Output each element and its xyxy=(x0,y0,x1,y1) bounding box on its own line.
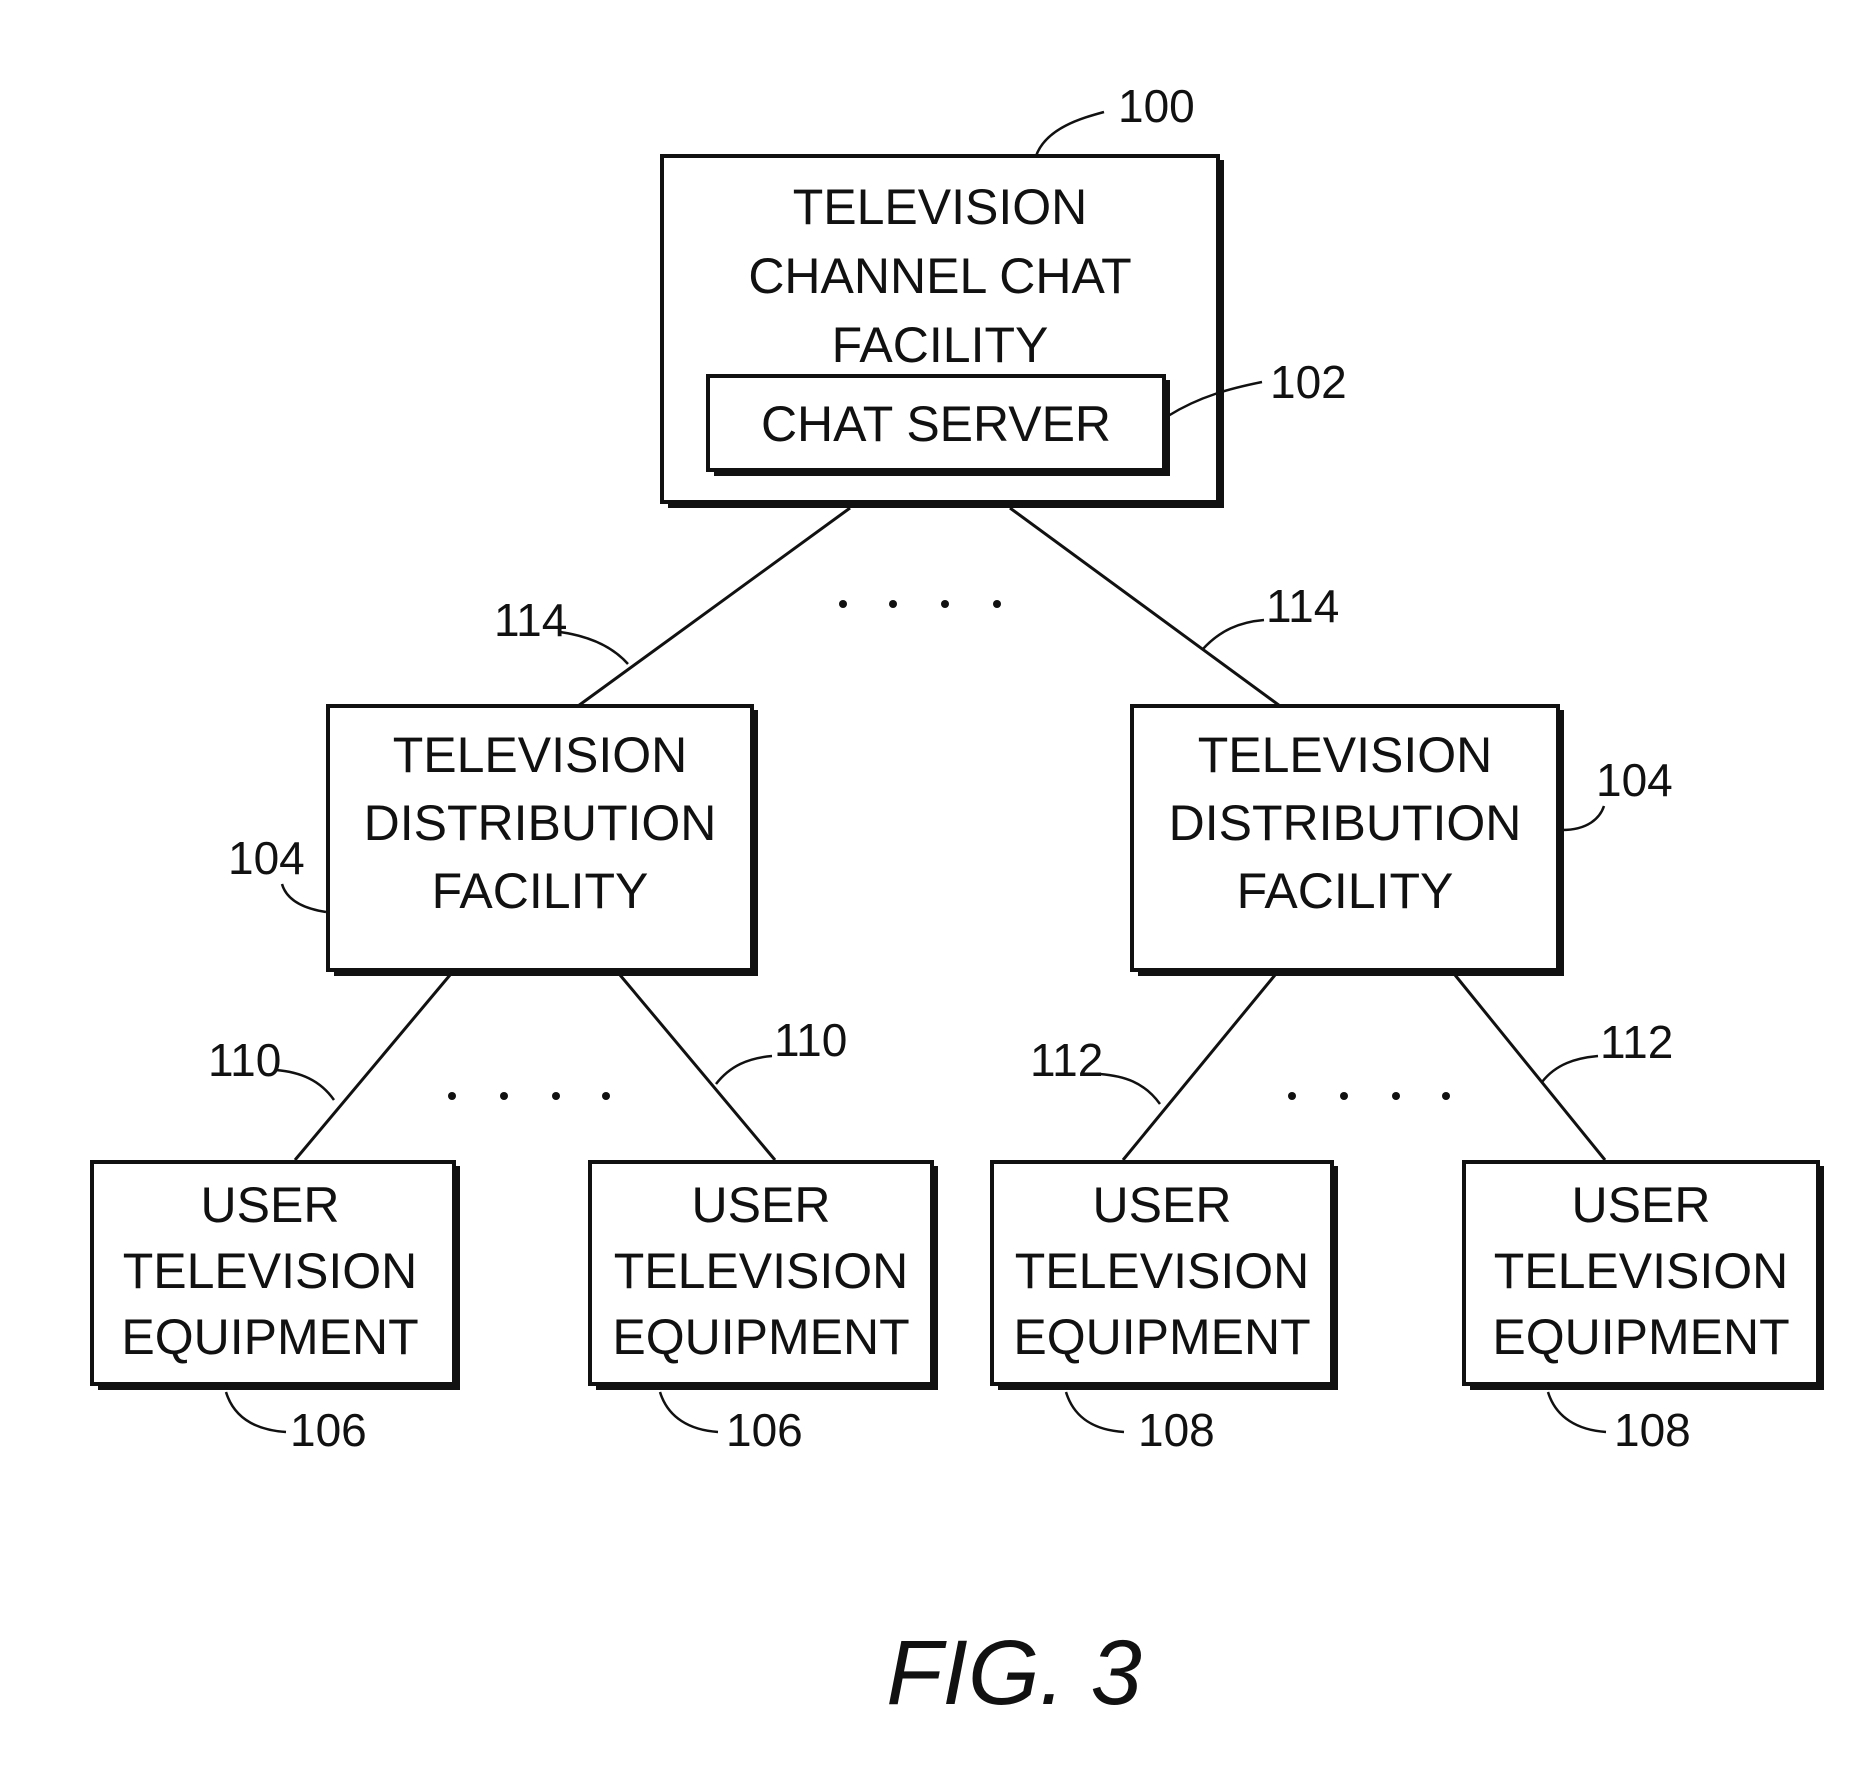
link-left-distribution-to-equipment-2 xyxy=(620,975,775,1160)
equipment-2-line-2: TELEVISION xyxy=(614,1243,909,1299)
ellipsis-right xyxy=(1288,1092,1450,1100)
equipment-4-line-2: TELEVISION xyxy=(1494,1243,1789,1299)
ref-link-right-eq3: 112 xyxy=(1030,1034,1103,1086)
ref-link-left-eq2: 110 xyxy=(774,1014,847,1066)
ref-distribution-right: 104 xyxy=(1596,754,1673,806)
link-chat-to-right-distribution xyxy=(1010,508,1280,706)
equipment-3-line-2: TELEVISION xyxy=(1015,1243,1310,1299)
ref-chat-facility: 100 xyxy=(1118,80,1195,132)
equipment-4-line-1: USER xyxy=(1572,1177,1711,1233)
equipment-2-node: USER TELEVISION EQUIPMENT xyxy=(590,1162,936,1388)
link-chat-to-left-distribution xyxy=(578,508,850,706)
equipment-1-line-2: TELEVISION xyxy=(123,1243,418,1299)
equipment-1-node: USER TELEVISION EQUIPMENT xyxy=(92,1162,458,1388)
ref-equipment-4: 108 xyxy=(1614,1404,1691,1456)
ref-equipment-1: 106 xyxy=(290,1404,367,1456)
chat-facility-label-line-2: CHANNEL CHAT xyxy=(748,248,1131,304)
ref-link-left-eq1: 110 xyxy=(208,1034,281,1086)
link-left-distribution-to-equipment-1 xyxy=(295,975,450,1160)
link-right-distribution-to-equipment-3 xyxy=(1123,975,1275,1160)
equipment-2-line-1: USER xyxy=(692,1177,831,1233)
distribution-right-line-2: DISTRIBUTION xyxy=(1169,795,1522,851)
ellipsis-top xyxy=(839,600,1001,608)
distribution-left-line-3: FACILITY xyxy=(432,863,649,919)
link-right-distribution-to-equipment-4 xyxy=(1455,975,1605,1160)
ref-equipment-3: 108 xyxy=(1138,1404,1215,1456)
chat-server-node: CHAT SERVER xyxy=(708,376,1168,474)
equipment-4-line-3: EQUIPMENT xyxy=(1492,1309,1789,1365)
chat-facility-label-line-3: FACILITY xyxy=(832,317,1049,373)
equipment-4-node: USER TELEVISION EQUIPMENT xyxy=(1464,1162,1822,1388)
equipment-2-line-3: EQUIPMENT xyxy=(612,1309,909,1365)
equipment-1-line-3: EQUIPMENT xyxy=(121,1309,418,1365)
ellipsis-left xyxy=(448,1092,610,1100)
equipment-1-line-1: USER xyxy=(201,1177,340,1233)
ref-equipment-2: 106 xyxy=(726,1404,803,1456)
distribution-right-line-1: TELEVISION xyxy=(1198,727,1493,783)
distribution-left-line-1: TELEVISION xyxy=(393,727,688,783)
chat-facility-label-line-1: TELEVISION xyxy=(793,179,1088,235)
ref-distribution-left: 104 xyxy=(228,832,305,884)
equipment-3-line-3: EQUIPMENT xyxy=(1013,1309,1310,1365)
equipment-3-node: USER TELEVISION EQUIPMENT xyxy=(992,1162,1336,1388)
ref-chat-server: 102 xyxy=(1270,356,1347,408)
figure-label: FIG. 3 xyxy=(886,1622,1142,1724)
distribution-left-line-2: DISTRIBUTION xyxy=(364,795,717,851)
ref-link-chat-left: 114 xyxy=(494,594,567,646)
ref-link-chat-right: 114 xyxy=(1266,580,1339,632)
ref-link-right-eq4: 112 xyxy=(1600,1016,1673,1068)
distribution-right-node: TELEVISION DISTRIBUTION FACILITY xyxy=(1132,706,1562,974)
distribution-right-line-3: FACILITY xyxy=(1237,863,1454,919)
distribution-left-node: TELEVISION DISTRIBUTION FACILITY xyxy=(328,706,756,974)
equipment-3-line-1: USER xyxy=(1093,1177,1232,1233)
chat-server-label: CHAT SERVER xyxy=(761,396,1111,452)
